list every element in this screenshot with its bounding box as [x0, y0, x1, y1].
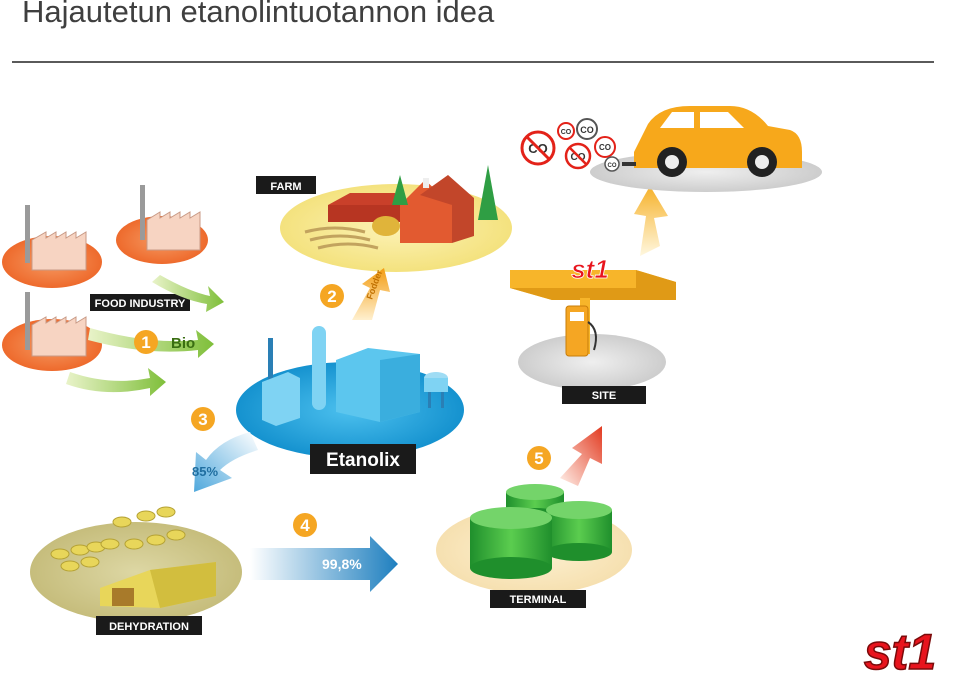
svg-text:CO: CO: [561, 129, 572, 136]
site-node: st1 SITE: [510, 254, 676, 404]
hay-bale-icon: [372, 216, 400, 236]
fodder-flow: Fodder 2: [320, 268, 390, 320]
co-emission-signs: CO CO CO CO CO CO: [520, 118, 620, 172]
step-1-number: 1: [141, 333, 150, 352]
factory-icon: [140, 185, 201, 251]
flow-85-percent: 85% 3: [191, 407, 258, 492]
no-co-icon: CO: [564, 142, 592, 170]
terminal-node: TERMINAL: [436, 484, 632, 608]
blue-arrow: [194, 432, 258, 492]
plant-building: [262, 372, 300, 426]
dehydration-node: DEHYDRATION: [30, 506, 242, 635]
no-co-icon: CO: [594, 136, 616, 158]
site-base: [518, 334, 666, 390]
etanolix-label-box: [310, 444, 416, 474]
no-co-icon: CO: [520, 130, 556, 166]
blue-arrow: [250, 536, 398, 592]
svg-text:st1: st1: [864, 624, 936, 680]
green-tank-icon: [546, 501, 612, 561]
food-industry-node: FOOD INDUSTRY: [2, 185, 208, 371]
flow-to-site: 5: [527, 426, 602, 486]
green-arrow: [66, 368, 166, 396]
tree-icon: [478, 165, 498, 220]
etanolix-label: Etanolix: [326, 450, 400, 471]
farm-node: FARM: [256, 165, 512, 272]
distillation-column: [312, 326, 326, 410]
orange-arrow: [352, 268, 390, 320]
bio-flow-arrows: 1 Bio: [66, 275, 224, 396]
red-arrow: [560, 426, 602, 486]
green-arrow: [152, 275, 224, 312]
st1-logo: st1: [863, 623, 937, 681]
step-4-badge: [293, 513, 317, 537]
svg-text:CO: CO: [580, 125, 594, 135]
food-industry-label: FOOD INDUSTRY: [90, 294, 190, 311]
step-5-number: 5: [534, 449, 543, 468]
no-co-icon: CO: [576, 118, 598, 140]
factory-icon: [25, 292, 87, 357]
concentration-85-label: 85%: [192, 464, 218, 479]
svg-text:CO: CO: [608, 163, 617, 169]
dehydration-label: DEHYDRATION: [109, 621, 189, 633]
concentration-99-8-label: 99,8%: [322, 556, 362, 572]
title-divider: [12, 61, 934, 63]
page-title: Hajautetun etanolintuotannon idea: [22, 0, 495, 29]
step-4-number: 4: [300, 516, 310, 535]
food-industry-label-text: FOOD INDUSTRY: [95, 298, 186, 310]
bio-label: Bio: [171, 335, 195, 352]
orange-arrow-to-car: [634, 186, 668, 256]
storage-vessel: [424, 378, 448, 392]
svg-text:CO: CO: [599, 143, 611, 152]
car-node: [590, 106, 822, 192]
canopy-st1-logo: st1: [571, 254, 609, 284]
step-5-badge: [527, 446, 551, 470]
exhaust-pipe: [622, 162, 636, 166]
terminal-label: TERMINAL: [510, 594, 567, 606]
barrel-group: [50, 506, 186, 572]
no-co-icon: CO: [557, 122, 575, 140]
step-1-badge: [134, 330, 158, 354]
step-2-number: 2: [327, 287, 336, 306]
factory-icon: [25, 205, 87, 271]
site-label: SITE: [592, 390, 616, 402]
farm-label: FARM: [270, 181, 301, 193]
step-3-badge: [191, 407, 215, 431]
etanolix-node: Etanolix: [236, 326, 464, 474]
green-tank-icon: [470, 507, 552, 579]
no-co-icon: CO: [604, 156, 620, 172]
step-2-badge: [320, 284, 344, 308]
flow-99-8-percent: 99,8% 4: [250, 513, 398, 592]
tree-icon: [392, 175, 408, 205]
step-3-number: 3: [198, 410, 207, 429]
